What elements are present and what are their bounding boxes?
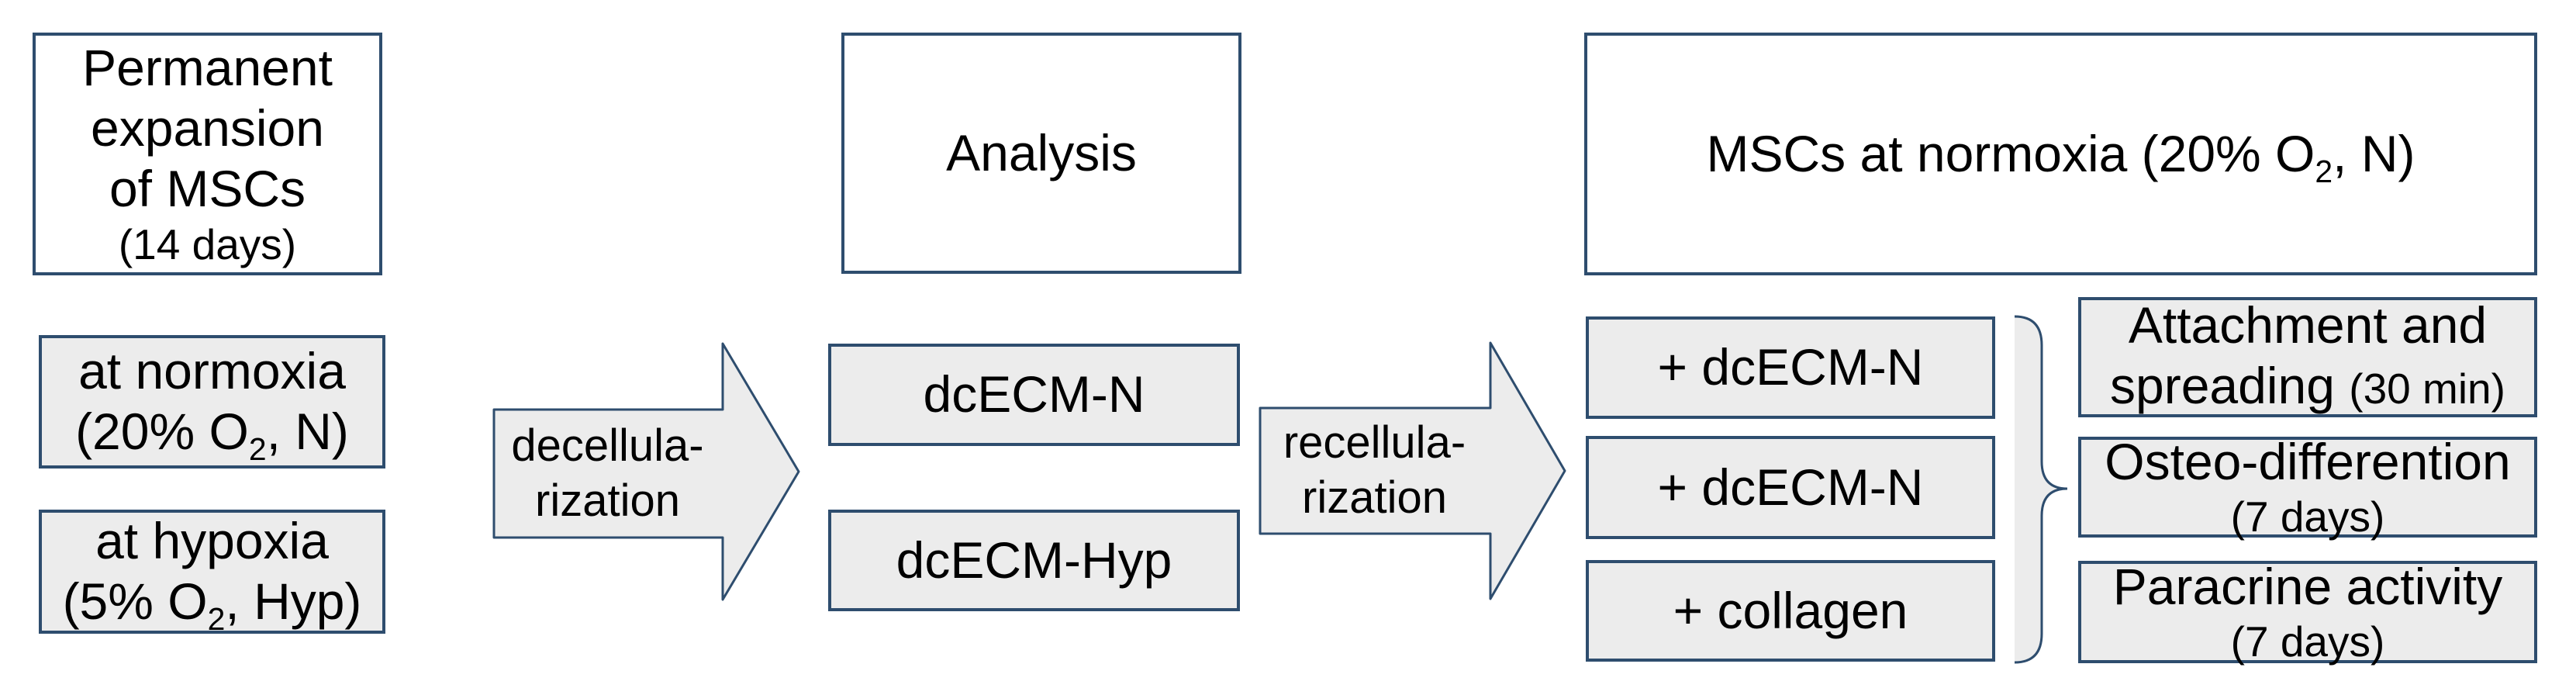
o2-subscript: 2 (2315, 153, 2333, 189)
expansion-box: Permanent expansion of MSCs (14 days) (33, 33, 382, 275)
condition-box-dcecm-n-2: + dcECM-N (1586, 436, 1995, 539)
condition-label: + dcECM-N (1657, 338, 1924, 396)
condition-label: + dcECM-N (1657, 458, 1924, 516)
hypoxia-label: at hypoxia (95, 512, 329, 570)
normoxia-condition: (20% O2, N) (75, 403, 349, 468)
assay-duration: (7 days) (2230, 493, 2385, 541)
dcecm-n-label: dcECM-N (923, 365, 1145, 424)
hypoxia-box: at hypoxia (5% O2, Hyp) (39, 510, 385, 638)
expansion-duration: (14 days) (118, 220, 297, 268)
o2-subscript: 2 (207, 601, 226, 638)
normoxia-label: at normoxia (78, 342, 346, 400)
o2-subscript: 2 (248, 431, 267, 468)
mscs-normoxia-label: MSCs at normoxia (20% O2, N) (1706, 124, 2415, 189)
assay-line1: Attachment and (2128, 296, 2488, 354)
analysis-box: Analysis (841, 33, 1241, 274)
expansion-line2: expansion (91, 99, 324, 157)
grouping-brace (2014, 315, 2068, 664)
condition-box-dcecm-n-1: + dcECM-N (1586, 316, 1995, 419)
assay-box-osteo: Osteo-differention (7 days) (2078, 433, 2537, 541)
assay-duration: (30 min) (2349, 364, 2505, 413)
analysis-label: Analysis (946, 123, 1137, 182)
assay-line1: Paracrine activity (2112, 557, 2503, 615)
assay-line2: spreading (30 min) (2110, 356, 2505, 414)
condition-box-collagen: + collagen (1586, 560, 1995, 662)
decellularization-arrow (492, 342, 800, 601)
hypoxia-condition: (5% O2, Hyp) (62, 572, 362, 638)
assay-duration: (7 days) (2230, 617, 2385, 666)
decellularization-arrow-label: decellula- rization (511, 420, 704, 526)
mscs-normoxia-box: MSCs at normoxia (20% O2, N) (1584, 33, 2537, 275)
dcecm-n-box: dcECM-N (828, 344, 1240, 446)
expansion-line1: Permanent (82, 39, 333, 97)
assay-box-paracrine: Paracrine activity (7 days) (2078, 558, 2537, 666)
recellularization-arrow-label: recellula- rization (1283, 417, 1466, 523)
recellularization-arrow (1259, 341, 1566, 600)
assay-box-attachment: Attachment and spreading (30 min) (2078, 296, 2537, 417)
dcecm-hyp-label: dcECM-Hyp (896, 531, 1172, 589)
condition-label: + collagen (1673, 581, 1908, 639)
expansion-line3: of MSCs (109, 159, 306, 217)
dcecm-hyp-box: dcECM-Hyp (828, 510, 1240, 611)
normoxia-box: at normoxia (20% O2, N) (39, 335, 385, 469)
assay-line1: Osteo-differention (2105, 432, 2511, 490)
